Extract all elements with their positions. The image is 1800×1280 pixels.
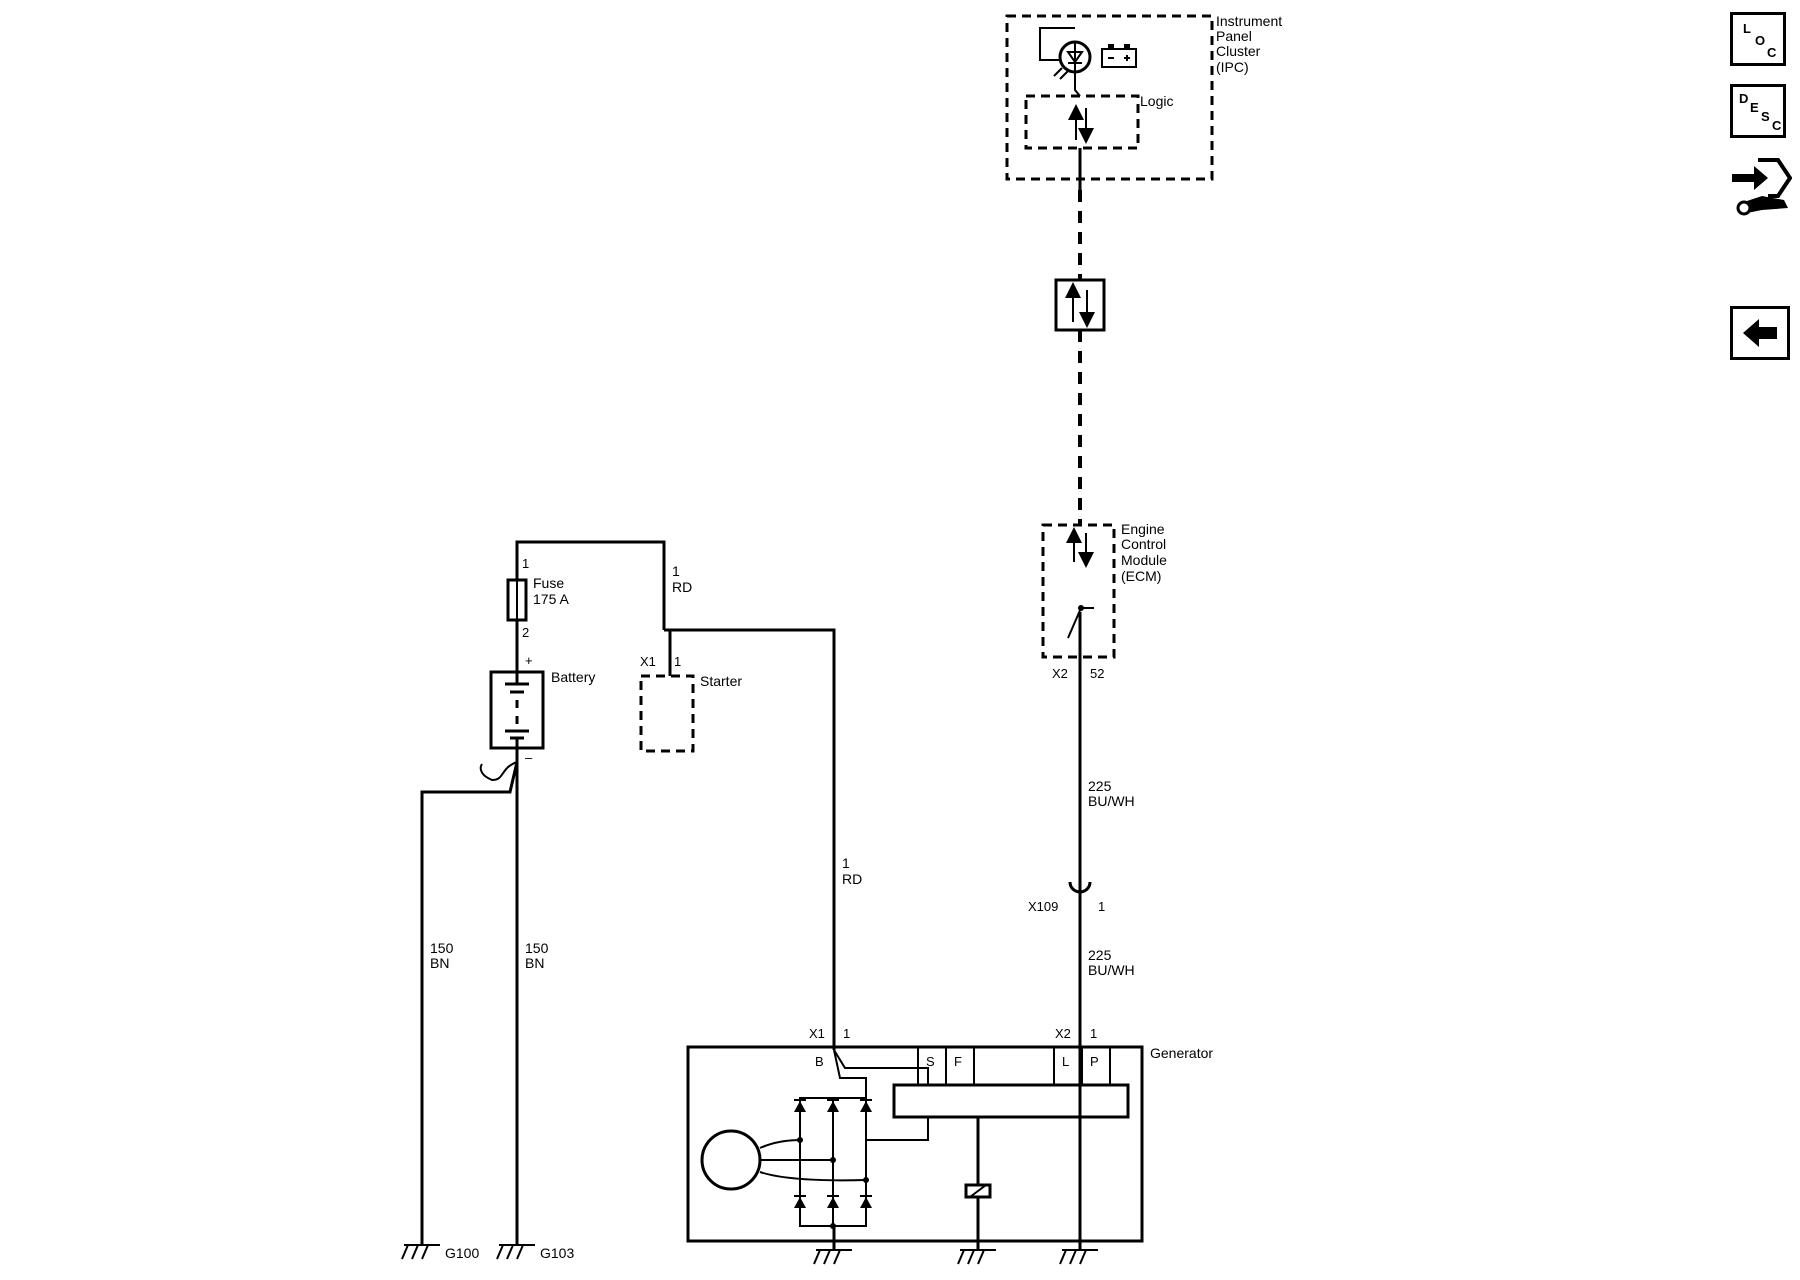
serial-data-splice — [1054, 278, 1106, 332]
ipc-name-1: Instrument — [1216, 13, 1282, 29]
ipc-name-4: (IPC) — [1216, 59, 1249, 75]
battery-strap-icon — [479, 761, 518, 782]
gen-terminal-p: P — [1090, 1054, 1099, 1069]
connector-tool-icon — [1732, 158, 1793, 216]
wire-150-right-circuit: 150 — [525, 940, 549, 956]
loc-button[interactable]: L O C — [1730, 12, 1786, 66]
ecm-connector: X2 — [1052, 666, 1068, 681]
back-arrow-icon — [1743, 319, 1777, 347]
battery: + Battery – — [489, 653, 595, 765]
gen-terminal-l: L — [1062, 1054, 1069, 1069]
ecm-name-2: Control — [1121, 536, 1166, 552]
gen-terminal-s: S — [926, 1054, 935, 1069]
loc-letter-c: C — [1767, 45, 1777, 60]
ground-g103-label: G103 — [540, 1245, 574, 1261]
ipc-logic-label: Logic — [1140, 93, 1173, 109]
ecm-pin: 52 — [1090, 666, 1104, 681]
battery-plus: + — [525, 653, 533, 668]
wire-225-upper-circuit: 225 — [1088, 778, 1112, 794]
wire-225-upper-color: BU/WH — [1088, 793, 1135, 809]
desc-letter-s: S — [1761, 109, 1770, 124]
ground-gen-field — [957, 1249, 997, 1265]
gen-x2-pin: 1 — [1090, 1026, 1097, 1041]
wire-1-rd-starter-gen — [670, 628, 836, 1030]
starter-pin: 1 — [674, 654, 681, 669]
serial-data-icon — [1068, 104, 1094, 144]
wire-150-bn-left — [420, 761, 519, 1245]
gen-x2-label: X2 — [1055, 1026, 1071, 1041]
fuse-175a: Fuse 175 A 2 — [506, 575, 569, 672]
fuse-rating: 175 A — [533, 591, 569, 607]
wire-150-left-color: BN — [430, 955, 449, 971]
ecm-name-3: Module — [1121, 552, 1167, 568]
battery-name: Battery — [551, 669, 595, 685]
wire-1-rd-fuse — [515, 540, 666, 630]
desc-letter-c: C — [1772, 118, 1782, 133]
desc-letter-e: E — [1750, 100, 1759, 115]
ipc-name-3: Cluster — [1216, 43, 1261, 59]
field-winding-icon — [964, 1117, 992, 1250]
ecm-name-1: Engine — [1121, 521, 1165, 537]
ground-g100-label: G100 — [445, 1245, 479, 1261]
x109-label: X109 — [1028, 899, 1058, 914]
generator: Generator X1 1 X2 1 B S F L P — [686, 1026, 1213, 1250]
fuse-name: Fuse — [533, 575, 564, 591]
wire-150-left-circuit: 150 — [430, 940, 454, 956]
stator-icon — [700, 1129, 867, 1191]
wire-1-rd-lower-circuit: 1 — [842, 855, 850, 871]
wire-225-lower-color: BU/WH — [1088, 962, 1135, 978]
fuse-pin-top: 1 — [522, 556, 529, 571]
battery-warning-icon — [1101, 44, 1137, 68]
gen-x1-label: X1 — [809, 1026, 825, 1041]
ground-g100: G100 — [401, 1244, 479, 1261]
generator-name: Generator — [1150, 1045, 1213, 1061]
gen-terminal-b: B — [815, 1054, 824, 1069]
ecm-module: Engine Control Module (ECM) X2 52 — [1041, 521, 1167, 681]
desc-letter-d: D — [1739, 91, 1749, 106]
serial-data-line — [1054, 148, 1106, 525]
wire-225-lower-circuit: 225 — [1088, 947, 1112, 963]
desc-button[interactable]: D E S C — [1730, 84, 1786, 138]
wire-1-rd-top-circuit: 1 — [672, 563, 680, 579]
gen-x1-pin: 1 — [843, 1026, 850, 1041]
voltage-regulator — [892, 1083, 1130, 1119]
starter: X1 1 Starter — [639, 628, 836, 1030]
starter-name: Starter — [700, 673, 742, 689]
ground-gen-rectifier — [813, 1249, 853, 1265]
back-button[interactable] — [1730, 306, 1790, 360]
fuse-pin-bottom: 2 — [522, 625, 529, 640]
battery-minus: – — [525, 750, 533, 765]
gen-terminal-f: F — [954, 1054, 962, 1069]
x109-pin: 1 — [1098, 899, 1105, 914]
loc-letter-o: O — [1755, 33, 1766, 48]
wire-1-rd-lower-color: RD — [842, 871, 862, 887]
starter-connector: X1 — [640, 654, 656, 669]
loc-letter-l: L — [1743, 21, 1751, 36]
ipc-module: Logic Instrument Panel Cluster (IPC) — [1005, 13, 1282, 181]
ipc-name-2: Panel — [1216, 28, 1252, 44]
ecm-name-4: (ECM) — [1121, 568, 1161, 584]
diagnostic-connector-button[interactable] — [1728, 152, 1793, 222]
ground-gen-lamp — [1059, 1249, 1099, 1265]
wire-150-right-color: BN — [525, 955, 544, 971]
ground-g103: G103 — [496, 1244, 574, 1261]
wire-1-rd-top-color: RD — [672, 579, 692, 595]
x109-connector: X109 1 — [1028, 878, 1105, 914]
